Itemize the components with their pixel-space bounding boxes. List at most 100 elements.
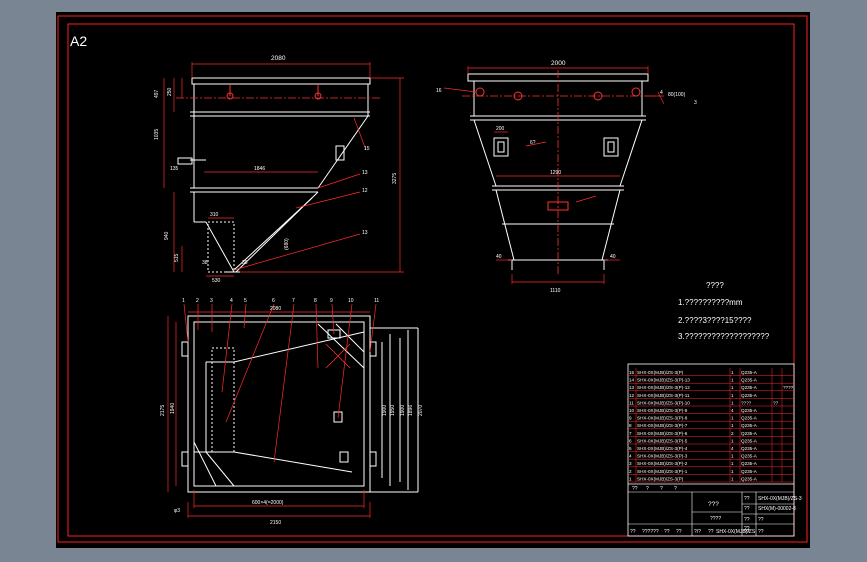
parts-cell: Q235-A bbox=[741, 476, 758, 481]
parts-cell: Q235-A bbox=[741, 393, 758, 398]
side-dim-text: 2000 16 80(100) 4 3 200 1290 1110 40 40 … bbox=[436, 60, 697, 294]
plan-inner bbox=[193, 321, 365, 487]
front-dim-left-b: 38 bbox=[202, 260, 208, 266]
plan-center-marks bbox=[325, 343, 351, 369]
title-block-frame bbox=[627, 363, 795, 537]
parts-cell: 1 bbox=[731, 400, 734, 405]
parts-cell: 1 bbox=[731, 454, 734, 459]
parts-cell: 1 bbox=[731, 370, 734, 375]
side-dim-box: 200 bbox=[496, 126, 505, 132]
drawing-number: SHX-0X(MJB)/ZS-3 bbox=[758, 496, 802, 502]
parts-cell: SHX-0X(MJB)/ZS-3(P)-12 bbox=[637, 385, 690, 390]
assembly-name-2: ???? bbox=[710, 516, 721, 522]
side-dim-note-h: 6? bbox=[530, 140, 536, 146]
bottom-cell-5: ?/? bbox=[694, 529, 701, 535]
parts-cell: 9 bbox=[629, 416, 632, 421]
parts-cell: SHX-0X(MJB)/ZS-3(P)-9 bbox=[637, 408, 688, 413]
parts-cell: SHX-0X(MJB)/ZS-3(P)-3 bbox=[637, 454, 688, 459]
parts-cell: SHX-0X(MJB)/ZS-3(P)-6 bbox=[637, 431, 688, 436]
notes-title: ???? bbox=[706, 281, 724, 290]
plan-callout-11: 11 bbox=[374, 298, 379, 304]
parts-cell: 14 bbox=[629, 378, 635, 383]
parts-cell: Q235-A bbox=[741, 469, 758, 474]
parts-cell: 5 bbox=[629, 446, 632, 451]
parts-cell: 10 bbox=[629, 408, 635, 413]
parts-cell: Q235-A bbox=[741, 431, 758, 436]
side-dim-left-tag: 16 bbox=[436, 88, 442, 94]
plan-dim-right3: 1900 bbox=[400, 405, 406, 416]
plan-callout-9: 9 bbox=[330, 298, 333, 304]
header-cell-3: ? bbox=[660, 486, 663, 492]
plan-dim-text: 2080 2175 1940 1900 1950 1900 1896 2070 … bbox=[160, 298, 424, 526]
parts-cell: 8 bbox=[629, 423, 632, 428]
side-dim-left-b: 40 bbox=[496, 254, 502, 260]
side-pipe-marks bbox=[475, 87, 641, 101]
parts-cell: Q235-A bbox=[741, 385, 758, 390]
side-dim-top: 2000 bbox=[551, 60, 566, 67]
sign-cell-2: ?? bbox=[744, 506, 750, 512]
side-dim-mid: 1290 bbox=[550, 170, 561, 176]
parts-cell: Q235-A bbox=[741, 378, 758, 383]
drawing-viewport[interactable]: A2 bbox=[56, 12, 810, 548]
side-dim-section-note: 4 bbox=[660, 90, 663, 96]
front-view bbox=[177, 77, 371, 273]
parts-cell: 1 bbox=[731, 438, 734, 443]
side-dim-bottom: 1110 bbox=[550, 288, 561, 294]
sign-cell-1: ?? bbox=[744, 496, 750, 502]
parts-cell: SHX-0X(MJB)/ZS-3(P)-10 bbox=[637, 400, 690, 405]
front-pipe-marks bbox=[226, 84, 322, 100]
technical-notes: ???? 1.??????????mm 2.????3????15???? 3.… bbox=[678, 281, 770, 341]
parts-cell: Q235-A bbox=[741, 416, 758, 421]
parts-cell: SHX-0X(MJB)/ZS-3(P) bbox=[637, 476, 684, 481]
side-dim-section: 80(100) bbox=[668, 92, 686, 98]
parts-cell: 13 bbox=[629, 385, 635, 390]
front-dim-text: 2080 497 250 1035 1846 135 940 515 530 3… bbox=[154, 55, 398, 284]
side-dim-right-b: 40 bbox=[610, 254, 616, 260]
front-dim-h2: 250 bbox=[167, 87, 173, 96]
plan-callout-10: 10 bbox=[348, 298, 354, 304]
plan-dim-top: 2080 bbox=[270, 306, 281, 312]
parts-cell: SHX-0X(MJB)/ZS-3(P)-8 bbox=[637, 416, 688, 421]
header-cell-2: ? bbox=[646, 486, 649, 492]
parts-cell: SHX-0X(MJB)/ZS-3(P) bbox=[637, 370, 684, 375]
parts-cell: Q235-A bbox=[741, 438, 758, 443]
plan-view bbox=[181, 315, 419, 493]
front-dim-left-small: 135 bbox=[170, 166, 179, 172]
notes-line-1: 1.??????????mm bbox=[678, 298, 743, 307]
front-top-rim bbox=[191, 77, 371, 85]
bottom-cell-1: ?? bbox=[630, 529, 636, 535]
side-box-left bbox=[493, 137, 509, 157]
front-dim-lower-h: 940 bbox=[164, 231, 170, 240]
parts-cell: Q235-A bbox=[741, 446, 758, 451]
plan-dim-right2: 1950 bbox=[390, 405, 396, 416]
plan-chute bbox=[211, 347, 235, 453]
plan-callout-6: 6 bbox=[272, 298, 275, 304]
side-dim-section-num: 3 bbox=[694, 100, 697, 106]
sign-cell-5: ?? bbox=[744, 526, 750, 532]
parts-cell: 1 bbox=[731, 461, 734, 466]
parts-cell: 6 bbox=[629, 438, 632, 443]
parts-cell: 2 bbox=[731, 431, 734, 436]
front-dim-mid: 1846 bbox=[254, 166, 265, 172]
parts-cell: 1 bbox=[629, 476, 632, 481]
front-dim-bottom: 530 bbox=[212, 278, 221, 284]
front-dim-h1: 497 bbox=[154, 89, 160, 98]
front-inner-box bbox=[207, 221, 235, 273]
parts-cell: 12 bbox=[629, 393, 635, 398]
drawing-canvas[interactable]: A2 bbox=[56, 12, 810, 548]
parts-cell: 1 bbox=[731, 393, 734, 398]
plan-callout-8: 8 bbox=[314, 298, 317, 304]
plan-dim-right4: 1896 bbox=[408, 405, 414, 416]
bottom-cell-7: SHX-0X(MJB)/ZS bbox=[716, 529, 756, 535]
plan-callout-2: 2 bbox=[196, 298, 199, 304]
bottom-cell-2: ?????? bbox=[642, 529, 659, 535]
plan-callout-4: 4 bbox=[230, 298, 233, 304]
plan-dim-right5: 2070 bbox=[418, 405, 424, 416]
outer-border bbox=[57, 15, 808, 543]
plan-dim-left2: 1940 bbox=[170, 403, 176, 414]
front-dim-top: 2080 bbox=[271, 55, 286, 62]
bottom-cell-6: ?? bbox=[708, 529, 714, 535]
sign-cell-4: ?? bbox=[744, 529, 750, 535]
